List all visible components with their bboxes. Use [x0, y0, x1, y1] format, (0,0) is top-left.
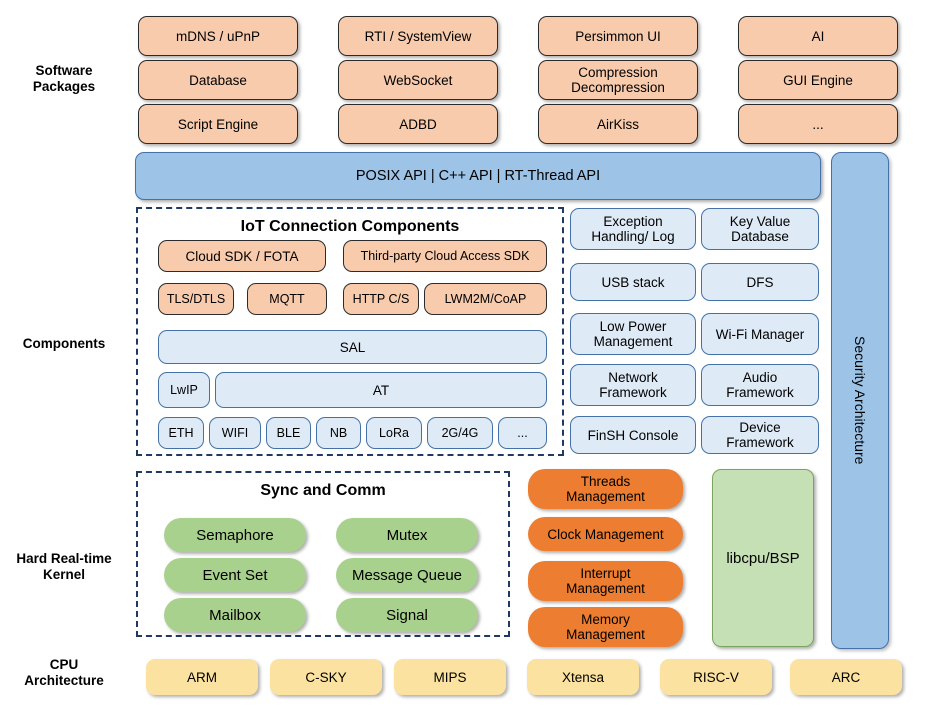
iot-sdk-box[interactable]: Cloud SDK / FOTA [158, 240, 326, 272]
iot-link-box[interactable]: WIFI [209, 417, 261, 449]
iot-link-box[interactable]: BLE [266, 417, 311, 449]
sync-comm-group-title: Sync and Comm [260, 482, 386, 499]
iot-protocol-box[interactable]: HTTP C/S [343, 283, 419, 315]
kernel-mgmt-box[interactable]: Interrupt Management [528, 561, 683, 601]
package-box[interactable]: ADBD [338, 104, 498, 144]
iot-link-box[interactable]: LoRa [366, 417, 422, 449]
cpu-arch-box[interactable]: ARC [790, 659, 902, 695]
component-box[interactable]: USB stack [570, 263, 696, 301]
sync-comm-box[interactable]: Message Queue [336, 558, 478, 592]
iot-link-box[interactable]: NB [316, 417, 361, 449]
package-box[interactable]: Database [138, 60, 298, 100]
iot-protocol-box[interactable]: TLS/DTLS [158, 283, 234, 315]
kernel-mgmt-box[interactable]: Clock Management [528, 517, 683, 551]
cpu-arch-box[interactable]: Xtensa [527, 659, 639, 695]
component-box[interactable]: Wi-Fi Manager [701, 313, 819, 355]
component-box[interactable]: Key Value Database [701, 208, 819, 250]
row-label-cpu-architecture: CPU Architecture [24, 657, 104, 688]
iot-lwip-box[interactable]: LwIP [158, 372, 210, 408]
sync-comm-box[interactable]: Event Set [164, 558, 306, 592]
row-label-kernel: Hard Real-time Kernel [16, 551, 112, 582]
component-box[interactable]: Network Framework [570, 364, 696, 406]
cpu-arch-box[interactable]: RISC-V [660, 659, 772, 695]
iot-connection-group-title: IoT Connection Components [240, 218, 460, 235]
cpu-arch-box[interactable]: MIPS [394, 659, 506, 695]
package-box[interactable]: GUI Engine [738, 60, 898, 100]
component-box[interactable]: Exception Handling/ Log [570, 208, 696, 250]
package-box[interactable]: ... [738, 104, 898, 144]
api-bar: POSIX API | C++ API | RT-Thread API [135, 152, 821, 200]
package-box[interactable]: WebSocket [338, 60, 498, 100]
package-box[interactable]: AirKiss [538, 104, 698, 144]
iot-at-box[interactable]: AT [215, 372, 547, 408]
package-box[interactable]: AI [738, 16, 898, 56]
iot-protocol-box[interactable]: LWM2M/CoAP [424, 283, 547, 315]
libcpu-bsp-box[interactable]: libcpu/BSP [712, 469, 814, 647]
sync-comm-box[interactable]: Semaphore [164, 518, 306, 552]
package-box[interactable]: Script Engine [138, 104, 298, 144]
sync-comm-box[interactable]: Signal [336, 598, 478, 632]
package-box[interactable]: mDNS / uPnP [138, 16, 298, 56]
iot-link-box[interactable]: 2G/4G [427, 417, 493, 449]
sync-comm-group: Sync and Comm [136, 471, 510, 637]
iot-link-box[interactable]: ETH [158, 417, 204, 449]
sync-comm-box[interactable]: Mailbox [164, 598, 306, 632]
iot-protocol-box[interactable]: MQTT [247, 283, 327, 315]
package-box[interactable]: Persimmon UI [538, 16, 698, 56]
iot-sal-box[interactable]: SAL [158, 330, 547, 364]
component-box[interactable]: Audio Framework [701, 364, 819, 406]
sync-comm-box[interactable]: Mutex [336, 518, 478, 552]
component-box[interactable]: Low Power Management [570, 313, 696, 355]
row-label-software-packages: Software Packages [32, 63, 96, 94]
component-box[interactable]: FinSH Console [570, 416, 696, 454]
row-label-components: Components [22, 336, 106, 351]
cpu-arch-box[interactable]: ARM [146, 659, 258, 695]
component-box[interactable]: Device Framework [701, 416, 819, 454]
component-box[interactable]: DFS [701, 263, 819, 301]
kernel-mgmt-box[interactable]: Memory Management [528, 607, 683, 647]
security-architecture-label: Security Architecture [852, 336, 868, 465]
cpu-arch-box[interactable]: C-SKY [270, 659, 382, 695]
iot-link-box[interactable]: ... [498, 417, 547, 449]
iot-connection-group: IoT Connection Components [136, 207, 564, 456]
iot-sdk-box[interactable]: Third-party Cloud Access SDK [343, 240, 547, 272]
security-architecture-bar: Security Architecture [831, 152, 889, 649]
package-box[interactable]: RTI / SystemView [338, 16, 498, 56]
package-box[interactable]: Compression Decompression [538, 60, 698, 100]
kernel-mgmt-box[interactable]: Threads Management [528, 469, 683, 509]
